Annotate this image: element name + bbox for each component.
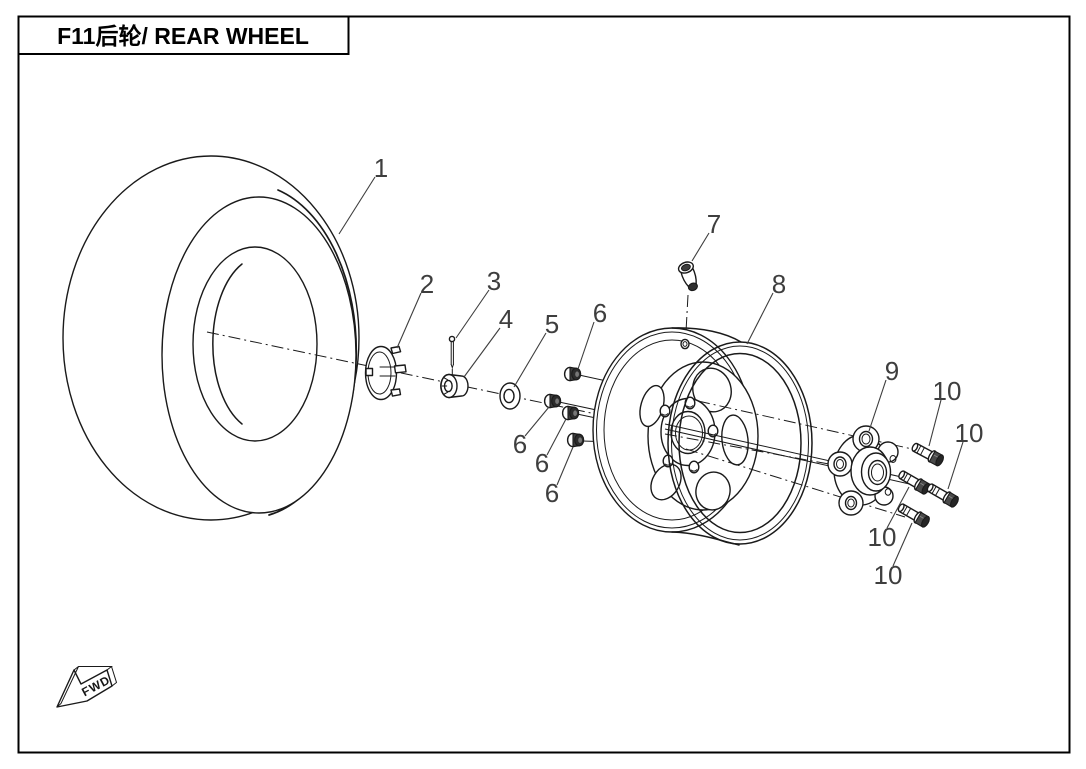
castellation-slots (441, 377, 448, 395)
callout-label: 6 (593, 298, 607, 328)
leader-line (928, 399, 942, 447)
callout-4: 4 (463, 304, 513, 378)
wheel-rim (592, 327, 813, 546)
leader-line (868, 379, 887, 432)
flange-nuts (543, 366, 585, 448)
callout-label: 2 (420, 269, 434, 299)
leader-line (746, 292, 774, 345)
callout-label: 6 (513, 429, 527, 459)
callout-6a: 6 (577, 298, 607, 370)
leader-line (463, 327, 501, 378)
callouts: 1 2 3 4 5 6 6 6 (338, 153, 984, 590)
leader-line (691, 232, 710, 262)
title-block: F11后轮/ REAR WHEEL (17, 15, 350, 55)
callout-5: 5 (513, 309, 559, 388)
wheel-bolt-1 (909, 440, 946, 468)
wheel-bolts (895, 440, 961, 530)
callout-6b: 6 (513, 406, 550, 459)
callout-10a: 10 (928, 376, 962, 447)
leader-line (546, 418, 567, 456)
spoke-openings (639, 367, 749, 511)
wheel-bolt-3 (924, 480, 961, 510)
callout-label: 8 (772, 269, 786, 299)
callout-3: 3 (455, 266, 501, 339)
leader-line (556, 446, 574, 486)
callout-label: 10 (874, 560, 903, 590)
valve-hole (680, 338, 690, 350)
tire (62, 155, 360, 521)
callout-9: 9 (868, 356, 899, 432)
page-border (17, 15, 1071, 754)
callout-7: 7 (691, 209, 721, 262)
callout-label: 9 (885, 356, 899, 386)
callout-label: 10 (955, 418, 984, 448)
callout-label: 6 (535, 448, 549, 478)
castle-nut (440, 373, 469, 399)
rim-front-flange (667, 341, 813, 545)
wheel-bolt-4 (895, 500, 932, 530)
callout-label: 6 (545, 478, 559, 508)
title-box (17, 15, 350, 55)
dust-cap (364, 345, 407, 401)
callout-label: 7 (707, 209, 721, 239)
callout-label: 10 (868, 522, 897, 552)
callout-6c: 6 (535, 418, 567, 478)
cap-tab-top (390, 345, 402, 355)
flange-nut-2 (543, 393, 562, 409)
fwd-arrow-extrusion (56, 666, 118, 708)
callout-1: 1 (338, 153, 388, 235)
leader-line (886, 486, 910, 529)
leader-line (396, 292, 422, 349)
cap-tab-middle (393, 364, 407, 374)
callout-6d: 6 (545, 446, 574, 508)
flange-nut-1 (563, 366, 582, 382)
cotter-pin (448, 335, 456, 380)
callout-10d: 10 (874, 522, 913, 590)
callout-8: 8 (746, 269, 786, 345)
callout-label: 4 (499, 304, 513, 334)
wheel-hub (827, 425, 899, 516)
callout-label: 10 (933, 376, 962, 406)
center-bore (670, 410, 706, 455)
leader-line (947, 441, 964, 490)
cap-tab-bottom (390, 388, 402, 397)
fwd-direction-arrow: FWD (56, 666, 118, 708)
leader-line (892, 522, 913, 567)
drawing-title: F11后轮/ REAR WHEEL (57, 23, 309, 49)
leader-line (455, 289, 490, 339)
callout-label: 5 (545, 309, 559, 339)
leader-line (338, 176, 376, 235)
callout-10b: 10 (947, 418, 984, 490)
leader-line (577, 321, 595, 370)
flange-nut-4 (566, 432, 585, 448)
callout-2: 2 (396, 269, 434, 349)
callout-label: 3 (487, 266, 501, 296)
valve-stem (677, 261, 698, 342)
leader-line (524, 406, 550, 437)
washer (499, 382, 521, 410)
leader-line (513, 332, 547, 388)
callout-10c: 10 (868, 486, 910, 552)
callout-label: 1 (374, 153, 388, 183)
flange-nut-3 (561, 405, 580, 421)
